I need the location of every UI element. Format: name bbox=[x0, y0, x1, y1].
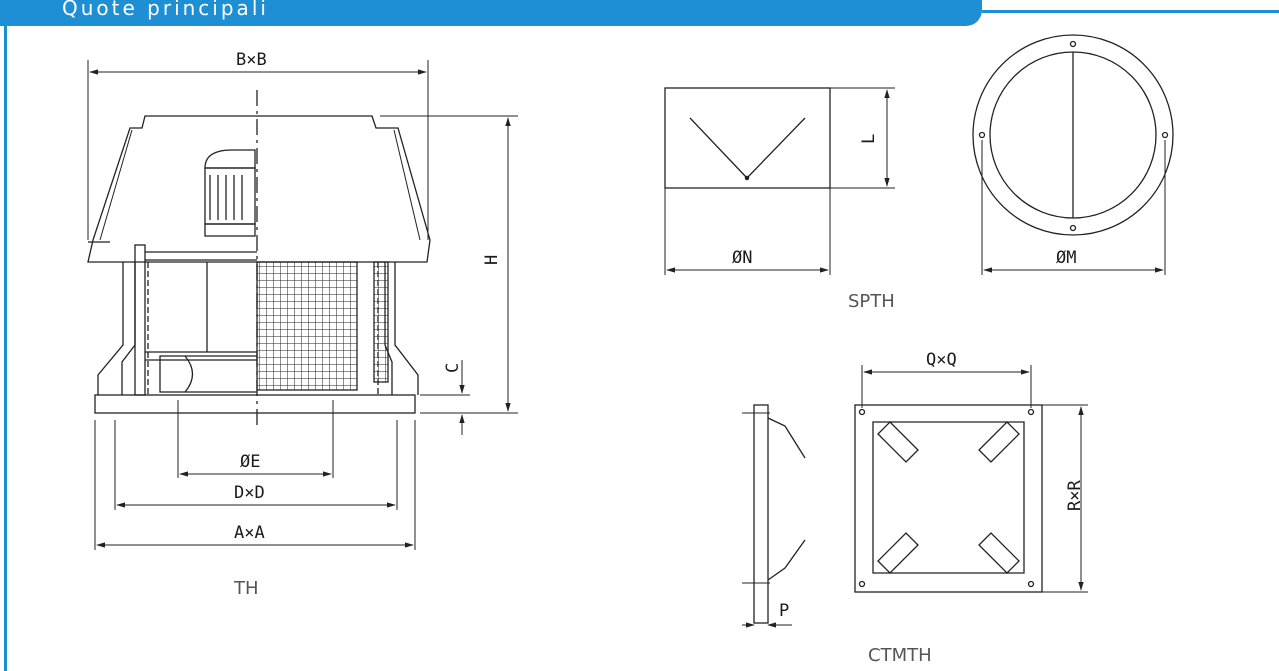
th-label-dxd: D×D bbox=[234, 483, 265, 503]
spth-drawing bbox=[664, 34, 1174, 275]
header-tab: Quote principali bbox=[0, 0, 982, 26]
spth-label-l: L bbox=[859, 134, 879, 144]
ctmth-label-rxr: R×R bbox=[1065, 480, 1085, 511]
ctmth-caption: CTMTH bbox=[868, 645, 932, 666]
th-caption: TH bbox=[233, 578, 259, 599]
ctmth-label-p: P bbox=[779, 601, 789, 621]
section-title: Quote principali bbox=[62, 0, 269, 20]
th-mesh bbox=[256, 261, 358, 391]
th-drawing bbox=[87, 60, 518, 550]
th-label-h: H bbox=[482, 255, 502, 265]
th-base bbox=[94, 394, 416, 414]
ctmth-drawing bbox=[742, 365, 1088, 628]
spth-label-om: ØM bbox=[1056, 248, 1076, 268]
th-label-c: C bbox=[443, 363, 463, 373]
spth-caption: SPTH bbox=[848, 291, 895, 312]
spth-ring-outer bbox=[972, 34, 1174, 236]
header-rule bbox=[982, 10, 1279, 13]
th-label-bxb: B×B bbox=[236, 50, 267, 70]
left-rule bbox=[4, 24, 7, 671]
ctmth-plate bbox=[854, 404, 1043, 593]
th-motor bbox=[204, 149, 256, 169]
th-hood bbox=[87, 115, 431, 263]
spth-label-on: ØN bbox=[732, 248, 752, 268]
th-label-axa: A×A bbox=[234, 523, 265, 543]
th-label-oe: ØE bbox=[240, 452, 260, 472]
ctmth-label-qxq: Q×Q bbox=[926, 350, 957, 370]
